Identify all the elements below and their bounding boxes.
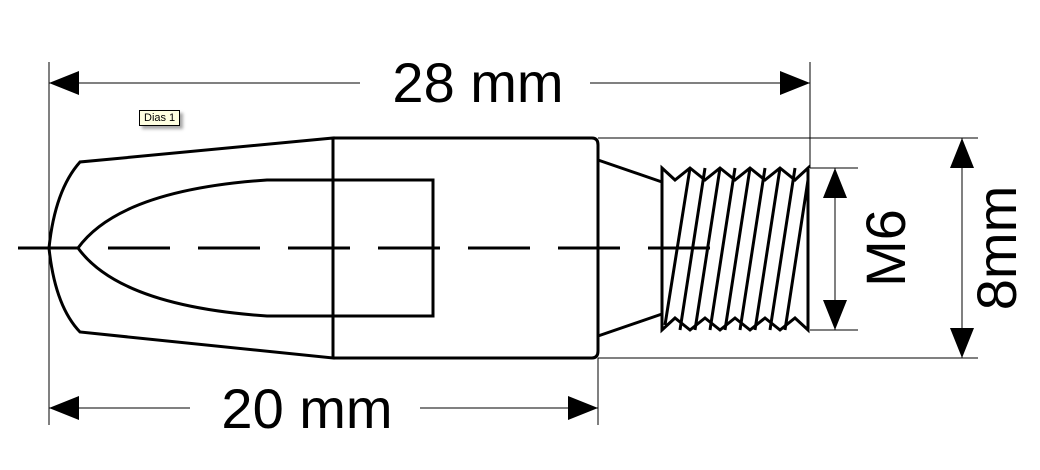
dimension-body-length: 20 mm: [221, 377, 392, 440]
nozzle-body: [47, 136, 663, 360]
dimension-lines: [49, 71, 974, 420]
dimension-diameter: 8mm: [965, 186, 1028, 310]
dimension-thread: M6: [854, 209, 917, 287]
extension-lines: [48, 62, 978, 425]
dimension-overall-length: 28 mm: [392, 51, 563, 114]
tooltip: Dias 1: [139, 110, 181, 126]
thread: [660, 164, 810, 334]
